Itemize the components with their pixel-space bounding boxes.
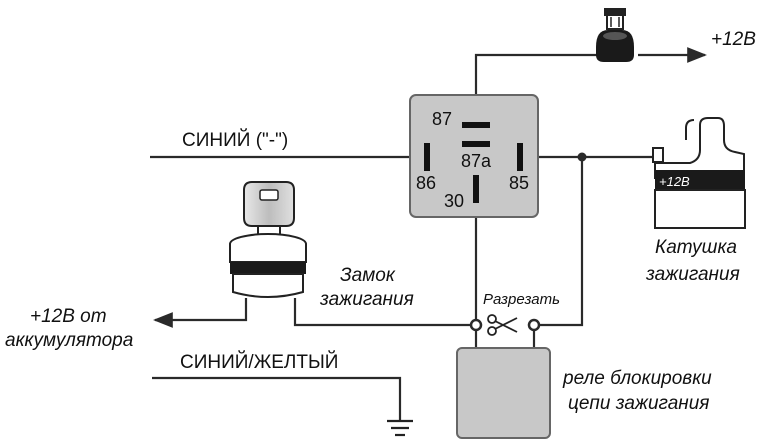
coil-name-line2: зажигания <box>645 264 740 285</box>
junction-dot-right <box>527 318 541 332</box>
ignition-key-icon <box>229 181 307 298</box>
pin-86-label: 86 <box>416 173 436 193</box>
blue-wire-label: СИНИЙ ("-") <box>182 129 288 151</box>
plus12-top-label: +12В <box>711 29 756 50</box>
pin-30-contact <box>473 175 479 203</box>
pin-85-label: 85 <box>509 173 529 193</box>
wire-battery <box>153 298 248 328</box>
wire-junction-down <box>534 157 584 327</box>
pin-30-label: 30 <box>444 191 464 211</box>
battery-label-line2: аккумулятора <box>5 330 133 351</box>
pin-87a-contact <box>462 141 490 147</box>
coil-name-line1: Катушка <box>655 237 737 258</box>
lock-label-line1: Замок <box>340 265 396 286</box>
junction-dot-85 <box>577 152 587 162</box>
relay: 87 87a 86 85 30 <box>409 94 539 218</box>
pin-87-contact <box>462 122 490 128</box>
pin-86-contact <box>424 143 430 171</box>
coil-plus-label: +12В <box>659 174 690 189</box>
ground-icon <box>387 419 413 437</box>
block-relay-label-line1: реле блокировки <box>562 368 712 389</box>
scissors-icon <box>487 314 518 336</box>
lock-label-line2: зажигания <box>319 289 414 310</box>
cut-label: Разрезать <box>483 291 560 308</box>
block-relay <box>456 347 551 439</box>
pin-87a-label: 87a <box>461 151 492 171</box>
blue-yellow-wire-label: СИНИЙ/ЖЕЛТЫЙ <box>180 351 338 373</box>
wire-lock-out <box>293 298 476 327</box>
pin-87-label: 87 <box>432 109 452 129</box>
fuse-icon <box>596 8 634 62</box>
wire-87 <box>474 53 598 112</box>
pin-85-contact <box>517 143 523 171</box>
block-relay-label-line2: цепи зажигания <box>568 393 709 414</box>
battery-label-line1: +12В от <box>30 306 107 327</box>
junction-dot-30 <box>469 318 483 332</box>
ignition-coil-icon <box>652 117 746 229</box>
wire-blue-yellow <box>152 376 402 420</box>
